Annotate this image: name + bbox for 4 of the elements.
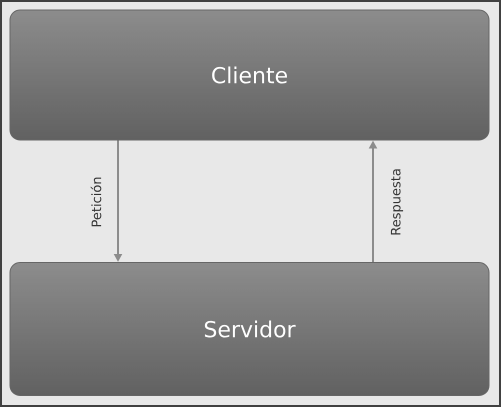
process-box: Cliente	[10, 10, 490, 140]
process-box: Servidor	[10, 262, 490, 396]
edge-label: Petición	[90, 178, 102, 226]
edge-label: Respuesta	[390, 169, 404, 234]
